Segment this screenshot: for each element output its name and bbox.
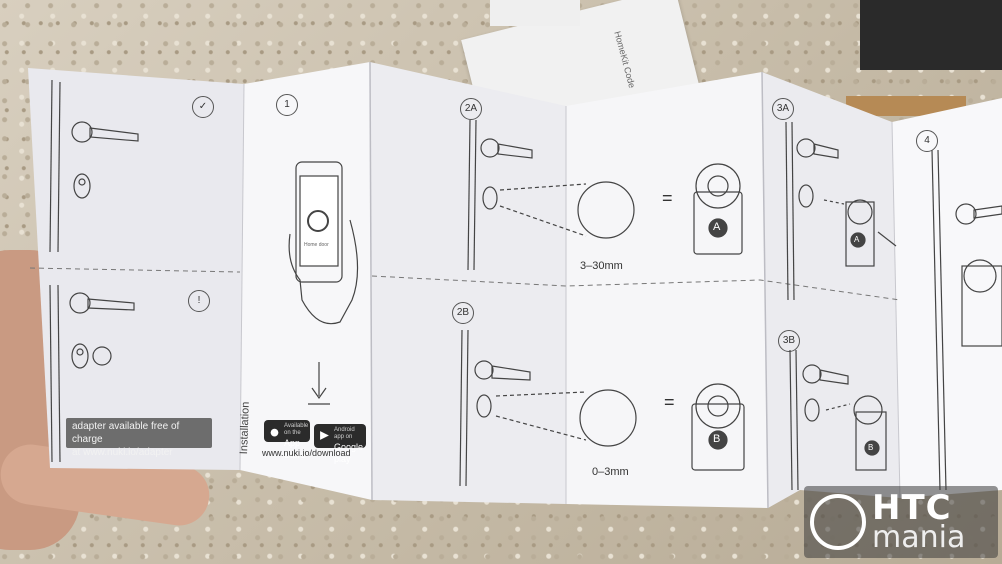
step-1-number: 1	[276, 94, 298, 116]
adapter-letter-a: A	[713, 221, 721, 233]
warning-icon: !	[188, 290, 210, 312]
step-2b-number: 2B	[452, 302, 474, 324]
equals-sign-b: =	[664, 392, 675, 412]
step-2a-number: 2A	[460, 98, 482, 120]
wooden-object	[846, 96, 966, 116]
measurement-range-a: 3–30mm	[580, 260, 623, 272]
measurement-range-b: 0–3mm	[592, 466, 629, 478]
app-store-badge[interactable]: Available on the App Store	[264, 420, 310, 460]
adapter-note: adapter available free of charge at www.…	[66, 418, 212, 458]
watermark-line1: HTC	[872, 488, 952, 528]
adapter-note-line2: at www.nuki.io/adapter	[72, 447, 173, 458]
google-play-badge[interactable]: Android app on Google play	[314, 424, 366, 464]
adapter-letter-3b: B	[868, 443, 874, 452]
step-3a-number: 3A	[772, 98, 794, 120]
app-store-label: App Store	[284, 438, 306, 460]
watermark: HTC mania	[804, 486, 998, 558]
play-icon	[320, 431, 329, 440]
step-4-number: 4	[916, 130, 938, 152]
dark-device	[860, 0, 1002, 70]
equals-sign-a: =	[662, 188, 673, 208]
step-3b-number: 3B	[778, 330, 800, 352]
adapter-note-line1: adapter available free of charge	[72, 421, 180, 445]
app-store-small: Available on the	[284, 423, 309, 436]
google-play-label: Google play	[334, 442, 364, 464]
google-play-small: Android app on	[334, 427, 355, 440]
watermark-line2: mania	[872, 520, 966, 555]
adapter-letter-3a: A	[854, 235, 860, 244]
check-icon: ✓	[192, 96, 214, 118]
phone-screen-label: Home door	[304, 242, 329, 248]
apple-icon	[270, 428, 279, 437]
watermark-logo-icon	[810, 494, 866, 550]
background-sheet-top	[490, 0, 580, 26]
adapter-letter-b: B	[713, 433, 721, 445]
download-url: www.nuki.io/download	[262, 448, 351, 458]
